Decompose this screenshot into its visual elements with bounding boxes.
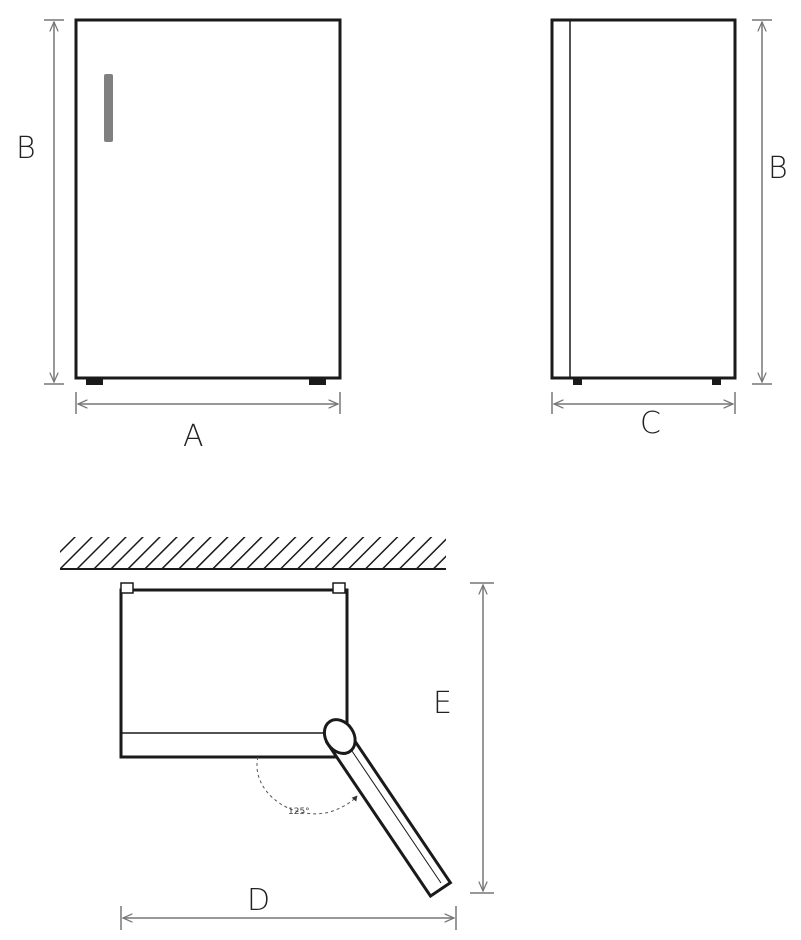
label-b-front: B [16,131,36,166]
front-cabinet [74,18,342,380]
label-e: E [433,686,452,721]
top-cabinet [119,588,349,759]
label-b-side: B [768,151,788,186]
side-foot-right [712,377,721,385]
label-d: D [247,883,270,918]
front-foot-left [86,377,103,385]
angle-label: 125° [288,807,310,817]
front-view: B A [16,18,342,454]
label-a: A [183,419,204,454]
side-view: B C [550,18,788,441]
label-c: C [640,406,661,441]
side-foot-left [573,377,582,385]
front-foot-right [309,377,326,385]
open-door [322,718,453,899]
angle-arc [256,756,358,815]
hinge-left [120,582,134,594]
wall-hatch [60,537,446,569]
hinge-right [332,582,346,594]
door-handle [104,74,113,142]
side-cabinet [550,18,737,380]
top-view: 125° E D [60,537,494,930]
open-door-inner-line [344,740,442,884]
door-hinge-knuckle [322,718,357,755]
